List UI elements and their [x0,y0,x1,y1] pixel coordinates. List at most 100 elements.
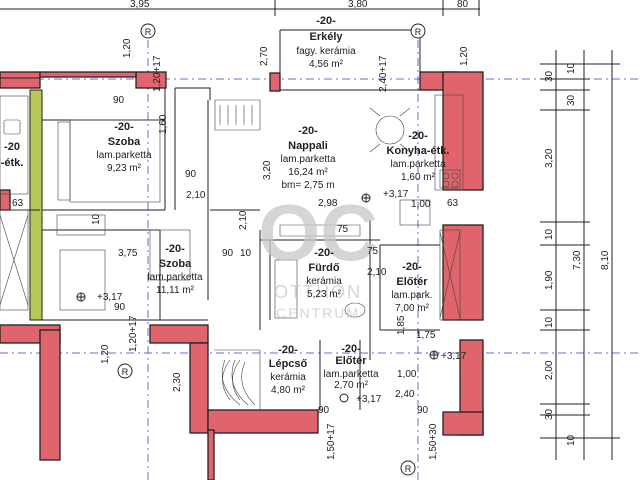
room-floor: lam.parketta [323,369,378,380]
room-floor: fagy. kerámia [296,46,356,57]
right-dimensions: 30 10 30 3,20 10 1,90 10 2,00 30 10 7,30… [540,50,620,460]
room-szoba-1: -20- Szoba lam.parketta 9,23 m² [96,121,151,174]
furniture [0,94,464,321]
dim-label: 2,98 [318,198,338,209]
rdim-outer-1: 7,30 [572,250,583,270]
room-name: Szoba [108,136,141,148]
level-1: +3,17 [97,292,123,303]
dimension-labels: 1,20 90 1,60 90 1,20+17 2,70 1,20 2,40+1… [12,38,470,460]
room-name: Lépcső [269,358,308,370]
room-area: 1,60 m² [401,172,436,183]
dim-label: 1,60 [158,114,169,134]
room-floor: lam.parketta [390,159,445,170]
room-area: 4,80 m² [271,385,306,396]
room-nappali: -20- Nappali lam.parketta 16,24 m² bm= 2… [280,125,335,191]
dim-label: 63 [12,198,24,209]
dim-label: 2,40 [395,389,415,400]
rdim-4: 3,20 [544,148,555,168]
room-floor: lam.parketta [280,154,335,165]
dim-top-1: 3,95 [130,0,150,10]
room-area: 16,24 m² [288,167,328,178]
dim-label: 3,20 [262,160,273,180]
dim-label: 1,20 [100,344,111,364]
rdim-7: 10 [544,316,555,328]
room-area: 2,70 m² [334,380,369,391]
grid-markers: R R R R [117,23,426,476]
room-szoba-2: -20- Szoba lam.parketta 11,11 m² [147,243,202,296]
dim-top-3: 80 [457,0,469,10]
room-name: Előtér [396,276,428,288]
dim-label: 1,20 [122,38,133,58]
dim-label: 1,85 [396,315,407,335]
dim-label: 90 [417,405,429,416]
stair-icon [221,359,256,406]
room-level: -20- [408,130,428,142]
dim-label: 2,40+17 [378,55,389,92]
room-area: 11,11 m² [156,285,195,296]
rdim-5: 10 [544,228,555,240]
dim-label: 2,10 [238,210,249,230]
watermark-line-2: CENTRUM [276,305,360,321]
top-dimension: 3,95 3,80 80 [0,0,480,16]
grid-marker-1: R [145,27,152,37]
rdim-2: 10 [566,62,577,74]
level-2: +3,17 [383,189,409,200]
room-name: -étk. [1,157,24,169]
dim-label: 90 [318,405,330,416]
room-area: 4,56 m² [309,59,344,70]
room-name: Szoba [159,258,192,270]
dim-label: 1,00 [411,199,431,210]
dim-label: 75 [367,246,379,257]
watermark-logo: OC OTTHON CENTRUM [258,188,378,321]
dim-label: 75 [337,224,349,235]
level-4: +3,17 [356,394,382,405]
dim-label: 63 [447,198,459,209]
room-name: Konyha-étk. [387,145,450,157]
dim-label: 1,20+17 [152,55,163,92]
grid-marker-2: R [415,27,422,37]
room-area: 9,23 m² [107,163,142,174]
rdim-3: 30 [566,94,577,106]
dim-label: 2,10 [367,267,387,278]
dim-label: 3,75 [118,248,138,259]
room-lepcso: -20- Lépcső kerámia 4,80 m² [269,344,308,396]
dim-label: 90 [114,302,126,313]
level-markers: +3,17 +3,17 +3,17 +3,17 [76,189,467,405]
rdim-1: 30 [544,70,555,82]
rdim-9: 30 [544,408,555,420]
room-height: bm= 2,75 m [281,180,334,191]
dim-label: 90 [222,248,234,259]
room-level: -20- [402,261,422,273]
room-name: Előtér [335,355,367,367]
dim-top-2: 3,80 [348,0,368,10]
room-eloter-2: -20- Előtér lam.parketta 2,70 m² [323,343,378,391]
grid-marker-4: R [405,464,412,474]
rdim-6: 1,90 [544,270,555,290]
rdim-outer-2: 8,10 [600,250,611,270]
room-name: Nappali [288,140,328,152]
dim-label: 1,75 [416,330,436,341]
dim-label: 10 [240,248,252,259]
room-floor: lam.parketta [96,150,151,161]
walls [0,71,484,480]
dim-label: 10 [91,213,102,225]
room-etk-partial: -20 -étk. [1,141,24,169]
room-floor: lam.parketta [147,272,202,283]
dim-label: 1,00 [397,369,417,380]
dim-label: 90 [113,95,125,106]
rdim-8: 2,00 [544,360,555,380]
grid-marker-3: R [122,367,129,377]
dim-label: 2,70 [259,46,270,66]
room-level: -20- [114,121,134,133]
room-level: -20- [316,15,336,27]
dim-label: 1,50+30 [428,423,439,460]
room-level: -20- [278,344,298,356]
room-name: Fürdő [308,262,339,274]
interior-lines [0,29,440,410]
room-floor: kerámia [270,372,306,383]
dim-label: 90 [185,169,197,180]
room-erkely: -20- Erkély fagy. kerámia 4,56 m² [296,15,356,70]
rdim-10: 10 [566,434,577,446]
dim-label: 1,20+17 [128,315,139,352]
